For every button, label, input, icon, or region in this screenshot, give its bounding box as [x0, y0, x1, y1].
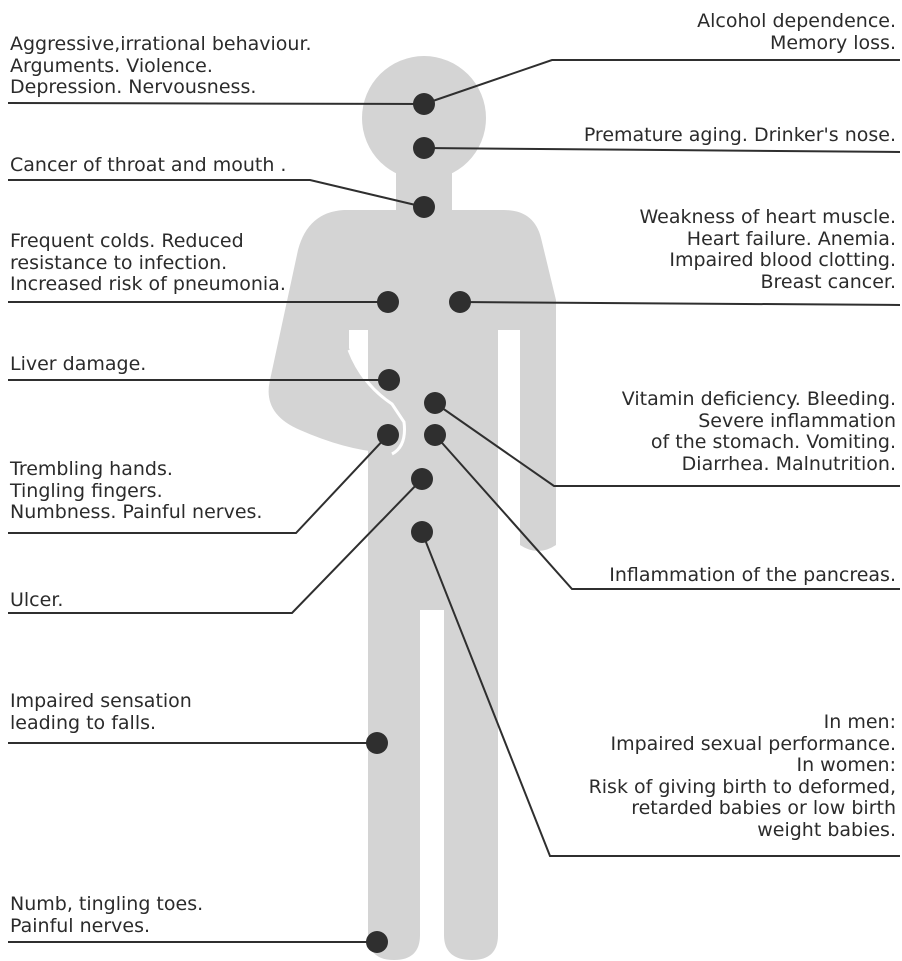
dot-hand — [377, 424, 399, 446]
nose-line-1: Premature aging. Drinker's nose. — [584, 125, 896, 147]
dot-lungs — [377, 291, 399, 313]
label-lungs: Frequent colds. Reduced resistance to in… — [10, 231, 286, 296]
stomach-line-1: Vitamin deficiency. Bleeding. — [622, 389, 896, 411]
dot-nose — [413, 137, 435, 159]
brain-line-2: Arguments. Violence. — [10, 56, 312, 78]
label-stomach: Vitamin deficiency. Bleeding. Severe inf… — [622, 389, 896, 475]
label-heart: Weakness of heart muscle. Heart failure.… — [639, 207, 896, 293]
feet-line-2: Painful nerves. — [10, 916, 203, 938]
stomach-line-3: of the stomach. Vomiting. — [622, 432, 896, 454]
dot-heart — [449, 291, 471, 313]
stomach-line-2: Severe inflammation — [622, 411, 896, 433]
reproductive-line-2: Impaired sexual performance. — [589, 734, 896, 756]
label-pancreas: Inflammation of the pancreas. — [609, 565, 896, 587]
dot-legs — [366, 732, 388, 754]
hands-line-1: Trembling hands. — [10, 459, 262, 481]
throat-line-1: Cancer of throat and mouth . — [10, 155, 286, 177]
label-throat: Cancer of throat and mouth . — [10, 155, 286, 177]
reproductive-line-5: retarded babies or low birth — [589, 798, 896, 820]
label-legs: Impaired sensation leading to falls. — [10, 691, 192, 734]
dot-throat — [413, 196, 435, 218]
pancreas-line-1: Inflammation of the pancreas. — [609, 565, 896, 587]
feet-line-1: Numb, tingling toes. — [10, 894, 203, 916]
hands-line-2: Tingling fingers. — [10, 481, 262, 503]
label-hands: Trembling hands. Tingling fingers. Numbn… — [10, 459, 262, 524]
reproductive-line-4: Risk of giving birth to deformed, — [589, 777, 896, 799]
human-silhouette — [269, 56, 556, 960]
dot-liver — [378, 369, 400, 391]
label-feet: Numb, tingling toes. Painful nerves. — [10, 894, 203, 937]
reproductive-line-6: weight babies. — [589, 820, 896, 842]
lungs-line-1: Frequent colds. Reduced — [10, 231, 286, 253]
dot-stomach-lower — [424, 424, 446, 446]
dot-reproductive — [411, 521, 433, 543]
label-liver: Liver damage. — [10, 354, 146, 376]
brain-line-3: Depression. Nervousness. — [10, 77, 312, 99]
label-reproductive: In men: Impaired sexual performance. In … — [589, 712, 896, 841]
stomach-line-4: Diarrhea. Malnutrition. — [622, 454, 896, 476]
silhouette-torso — [269, 210, 556, 960]
ulcer-line-1: Ulcer. — [10, 590, 63, 612]
dot-stomach-upper — [424, 392, 446, 414]
lungs-line-3: Increased risk of pneumonia. — [10, 274, 286, 296]
leader-line-nose — [424, 148, 900, 152]
dot-ulcer — [411, 468, 433, 490]
heart-line-1: Weakness of heart muscle. — [639, 207, 896, 229]
dot-brain — [413, 93, 435, 115]
head-line-1: Alcohol dependence. — [697, 11, 896, 33]
lungs-line-2: resistance to infection. — [10, 253, 286, 275]
legs-line-1: Impaired sensation — [10, 691, 192, 713]
reproductive-line-1: In men: — [589, 712, 896, 734]
leader-line-brain — [8, 103, 424, 104]
liver-line-1: Liver damage. — [10, 354, 146, 376]
leader-line-head — [424, 60, 900, 104]
label-brain: Aggressive,irrational behaviour. Argumen… — [10, 34, 312, 99]
heart-line-3: Impaired blood clotting. — [639, 250, 896, 272]
hands-line-3: Numbness. Painful nerves. — [10, 502, 262, 524]
head-line-2: Memory loss. — [697, 33, 896, 55]
leader-line-throat — [8, 180, 424, 207]
label-ulcer: Ulcer. — [10, 590, 63, 612]
legs-line-2: leading to falls. — [10, 713, 192, 735]
dot-feet — [366, 931, 388, 953]
heart-line-2: Heart failure. Anemia. — [639, 229, 896, 251]
reproductive-line-3: In women: — [589, 755, 896, 777]
label-head: Alcohol dependence. Memory loss. — [697, 11, 896, 54]
heart-line-4: Breast cancer. — [639, 272, 896, 294]
brain-line-1: Aggressive,irrational behaviour. — [10, 34, 312, 56]
silhouette-head — [362, 56, 486, 180]
label-nose: Premature aging. Drinker's nose. — [584, 125, 896, 147]
